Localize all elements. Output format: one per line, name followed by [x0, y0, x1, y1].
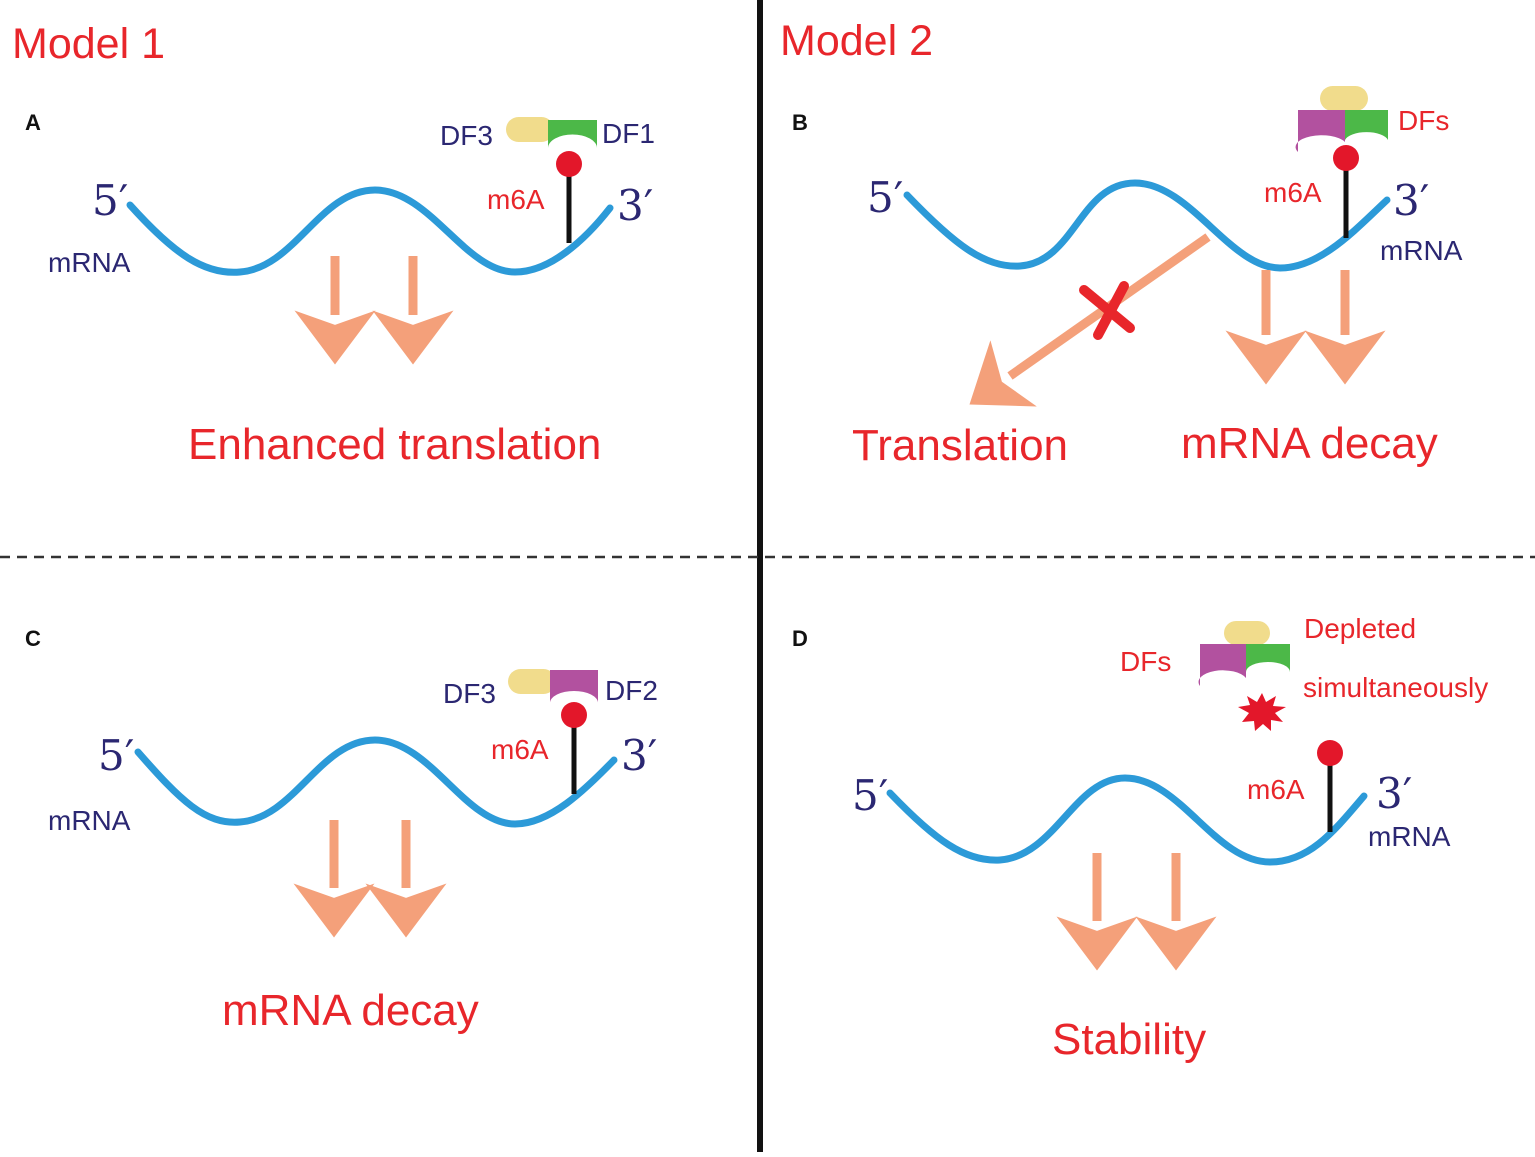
panel-b-letter: B [792, 110, 808, 135]
starburst-icon [1238, 693, 1286, 731]
panel-d-three-prime: 3′ [1376, 769, 1412, 818]
panel-a-mrna-label: mRNA [48, 247, 131, 278]
panel-b-translation-label: Translation [852, 421, 1068, 470]
panel-a-letter: A [25, 110, 41, 135]
panel-b-purple-protein [1295, 110, 1345, 152]
panel-b-dfs-label: DFs [1398, 105, 1449, 136]
panel-b-m6a-label: m6A [1264, 177, 1322, 208]
panel-d-mrna-strand [886, 774, 1368, 866]
panel-a-df1-protein [548, 120, 597, 148]
panel-c-df2-protein [550, 670, 598, 703]
panel-c-five-prime: 5′ [98, 731, 134, 780]
panel-d-purple-protein [1198, 644, 1246, 686]
panel-d-m6a-dot [1317, 740, 1343, 766]
panel-a-five-prime: 5′ [92, 176, 128, 225]
panel-c-df3-protein [508, 669, 556, 694]
panel-d-five-prime: 5′ [852, 771, 888, 820]
panel-a-m6a-label: m6A [487, 184, 545, 215]
panel-d-letter: D [792, 626, 808, 651]
panel-b-mrna-label: mRNA [1380, 235, 1463, 266]
panel-a-df1-label: DF1 [602, 118, 655, 149]
panel-c-m6a-dot [561, 702, 587, 728]
panel-b-m6a-dot [1333, 145, 1359, 171]
panel-a-three-prime: 3′ [617, 181, 653, 230]
panel-b-mrna-strand [903, 179, 1391, 272]
panel-c-df2-label: DF2 [605, 675, 658, 706]
panel-d-yellow-protein [1224, 621, 1270, 645]
panel-d-depleted-line1: Depleted [1304, 613, 1416, 644]
panel-b-green-protein [1345, 110, 1388, 140]
panel-a-outcome: Enhanced translation [188, 420, 601, 469]
panel-a: A 5′ 3′ mRNA m6A DF3 DF1 Enhanced transl… [25, 110, 655, 469]
panel-d-m6a-label: m6A [1247, 774, 1305, 805]
cross-mark-icon [1079, 281, 1135, 340]
model2-title: Model 2 [780, 17, 933, 65]
panel-b-yellow-protein [1320, 86, 1368, 111]
panel-c-mrna-strand [134, 736, 618, 828]
panel-a-mrna-strand [126, 186, 614, 276]
panel-c-letter: C [25, 626, 41, 651]
panel-d-mrna-label: mRNA [1368, 821, 1451, 852]
panel-d-dfs-label: DFs [1120, 646, 1171, 677]
panel-d: D 5′ 3′ mRNA m6A DFs Depleted simultaneo… [792, 613, 1488, 1064]
panel-c-outcome: mRNA decay [222, 986, 479, 1035]
panel-c-df3-label: DF3 [443, 678, 496, 709]
panel-a-df3-protein [506, 117, 554, 142]
panel-b-five-prime: 5′ [867, 173, 903, 222]
panel-d-green-protein [1246, 644, 1290, 672]
panel-c-mrna-label: mRNA [48, 805, 131, 836]
panel-c-m6a-label: m6A [491, 734, 549, 765]
panel-a-df3-label: DF3 [440, 120, 493, 151]
panel-c-three-prime: 3′ [621, 731, 657, 780]
panel-b-three-prime: 3′ [1393, 176, 1429, 225]
model1-title: Model 1 [12, 20, 165, 68]
panel-b: B 5′ 3′ mRNA m6A DFs Translation mRNA de… [792, 86, 1463, 470]
panel-b-outcome: mRNA decay [1181, 419, 1438, 468]
panel-c: C 5′ 3′ mRNA m6A DF3 DF2 mRNA decay [25, 626, 658, 1035]
panel-d-outcome: Stability [1052, 1015, 1206, 1064]
panel-d-depleted-line2: simultaneously [1303, 672, 1488, 703]
panel-a-m6a-dot [556, 151, 582, 177]
